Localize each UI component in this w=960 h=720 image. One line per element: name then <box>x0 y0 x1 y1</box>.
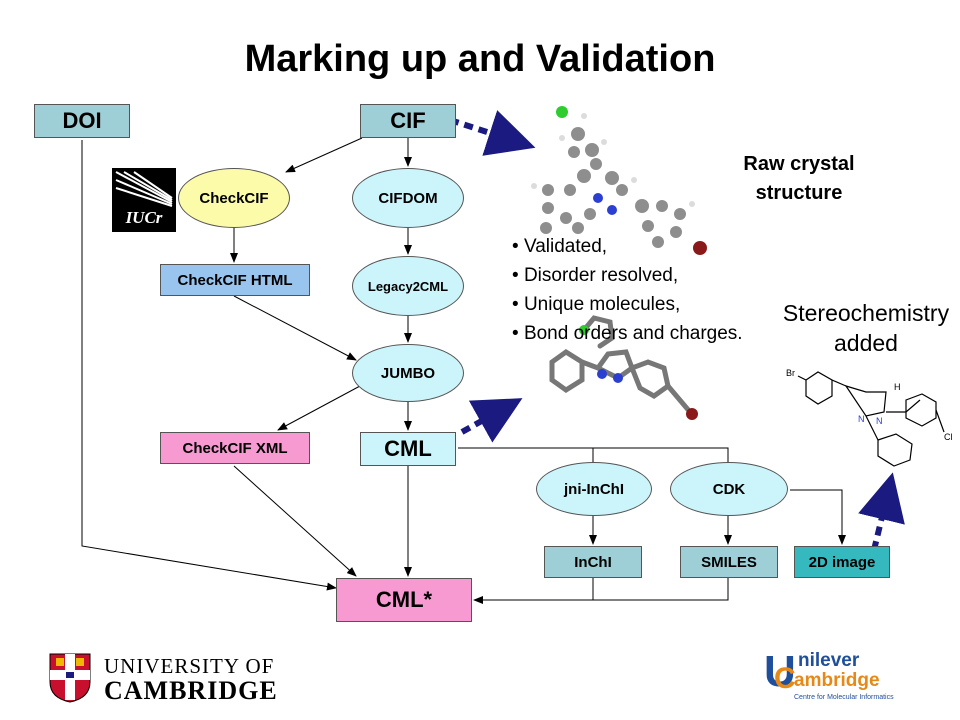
validation-bullets: Validated, Disorder resolved, Unique mol… <box>512 232 743 348</box>
legacy2cml-node: Legacy2CML <box>352 256 464 316</box>
html-to-jumbo-arrow <box>233 295 357 361</box>
struct-n1-label: N <box>858 414 865 424</box>
unilever-u-glyph: U <box>764 647 796 696</box>
2d-image-box: 2D image <box>794 546 890 578</box>
bullet-disorder: Disorder resolved, <box>512 261 743 290</box>
unilever-c-glyph: C <box>774 662 796 695</box>
unilever-cambridge-logo: U C nilever ambridge Centre for Molecula… <box>764 648 914 708</box>
molecule-n2-atom <box>613 373 623 383</box>
inchi-box: InChI <box>544 546 642 578</box>
bullet-validated: Validated, <box>512 232 743 261</box>
cif-box: CIF <box>360 104 456 138</box>
unilever-line1: nilever <box>798 650 860 671</box>
2d-to-stereo-dashed-arrow <box>858 472 905 551</box>
cif-to-checkcif-arrow <box>285 137 363 173</box>
stereochemistry-label: Stereochemistry added <box>782 300 950 356</box>
jumbo-to-xml-arrow <box>277 385 361 431</box>
inchi-smiles-to-cmlstar-arrow <box>592 578 729 601</box>
checkcif-html-box: CheckCIF HTML <box>160 264 310 296</box>
cambridge-line1: UNIVERSITY OF <box>104 654 275 678</box>
iucr-logo-text: IUCr <box>125 208 163 227</box>
jumbo-node: JUMBO <box>352 344 464 402</box>
cml-star-box: CML* <box>336 578 472 622</box>
cif-to-structure-dashed-arrow <box>449 110 536 156</box>
raw-crystal-label: Raw crystal structure <box>743 153 855 204</box>
struct-n2-label: N <box>876 416 883 426</box>
cdk-to-2d-arrow <box>790 489 846 545</box>
unilever-subtitle: Centre for Molecular Informatics <box>794 694 894 701</box>
doi-to-cmlstar-arrow <box>81 140 337 591</box>
struct-br-label: Br <box>786 368 795 378</box>
unilever-line2: ambridge <box>794 670 880 691</box>
doi-box: DOI <box>34 104 130 138</box>
cml-branch-line <box>458 447 729 462</box>
molecule-n1-atom <box>597 369 607 379</box>
checkcif-xml-box: CheckCIF XML <box>160 432 310 464</box>
struct-h-label: H <box>894 382 901 392</box>
checkcif-node: CheckCIF <box>178 168 290 228</box>
struct-cl-label: Cl <box>944 432 953 442</box>
bullet-bond-orders: Bond orders and charges. <box>512 319 743 348</box>
page-title: Marking up and Validation <box>244 38 716 80</box>
crystal-atoms <box>531 106 707 255</box>
cambridge-shield-icon <box>49 653 91 703</box>
cdk-node: CDK <box>670 462 788 516</box>
cml-box: CML <box>360 432 456 466</box>
cambridge-line2: CAMBRIDGE <box>104 676 278 705</box>
cifdom-node: CIFDOM <box>352 168 464 228</box>
iucr-logo: IUCr <box>112 168 176 232</box>
xml-to-cmlstar-arrow <box>233 465 357 577</box>
jni-inchi-node: jni-InChI <box>536 462 652 516</box>
cambridge-logo: UNIVERSITY OF CAMBRIDGE <box>48 652 278 706</box>
bullet-unique: Unique molecules, <box>512 290 743 319</box>
smiles-box: SMILES <box>680 546 778 578</box>
cml-to-structure-dashed-arrow <box>460 398 523 443</box>
molecule-br-atom <box>686 408 698 420</box>
